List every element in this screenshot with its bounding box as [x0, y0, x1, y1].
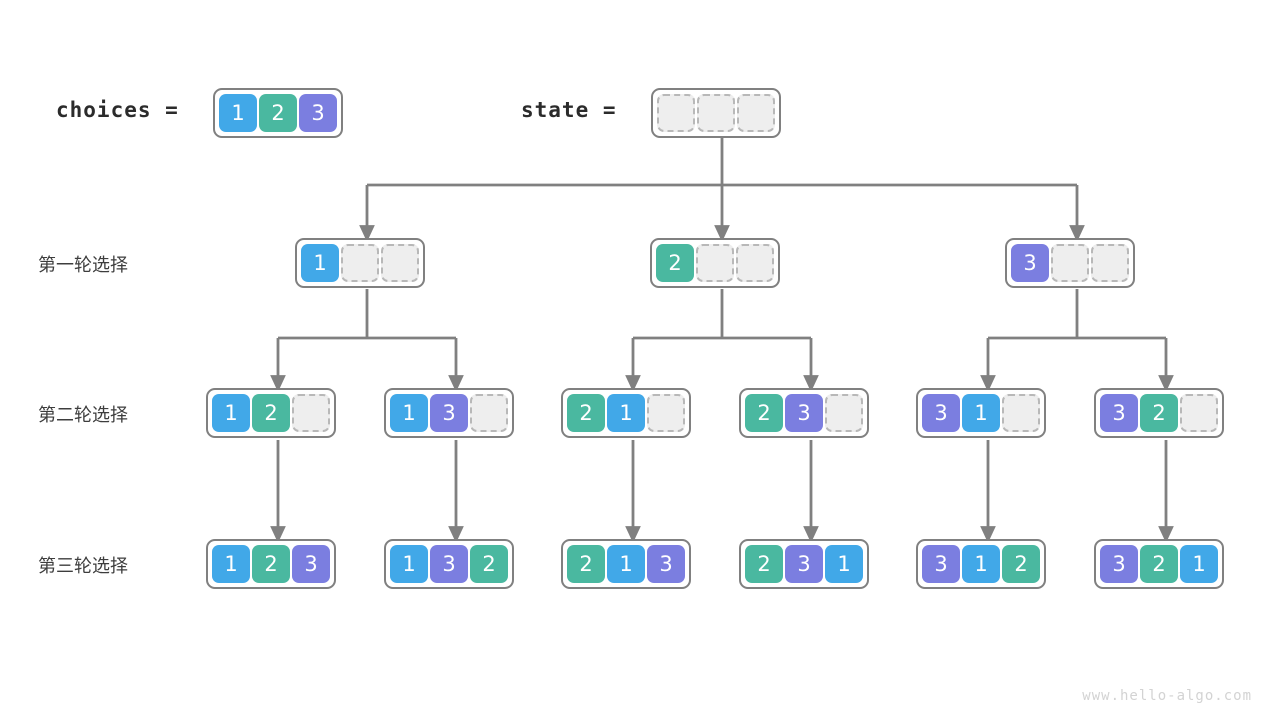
round-1-node-3-cell-1: 3: [1011, 244, 1049, 282]
round-1-node-3-cell-3-empty: [1091, 244, 1129, 282]
round-2-node-3-cell-3-empty: [647, 394, 685, 432]
watermark: www.hello-algo.com: [1082, 688, 1252, 704]
row-label-round-3: 第三轮选择: [38, 556, 128, 577]
round-3-node-6-cell-2: 2: [1140, 545, 1178, 583]
state-cell-1-empty: [657, 94, 695, 132]
round-3-node-2-cell-3: 2: [470, 545, 508, 583]
state-cell-2-empty: [697, 94, 735, 132]
choices-cell-3: 3: [299, 94, 337, 132]
round-2-node-1-cell-1: 1: [212, 394, 250, 432]
round-2-node-6-cell-3-empty: [1180, 394, 1218, 432]
round-1-node-3: 3: [1005, 238, 1135, 288]
round-3-node-3-cell-3: 3: [647, 545, 685, 583]
round-3-node-4-cell-3: 1: [825, 545, 863, 583]
round-1-node-3-cell-2-empty: [1051, 244, 1089, 282]
round-1-node-1-cell-1: 1: [301, 244, 339, 282]
round-3-node-3-cell-1: 2: [567, 545, 605, 583]
state-label: state =: [521, 98, 617, 122]
round-1-node-2-cell-3-empty: [736, 244, 774, 282]
round-2-node-5-cell-2: 1: [962, 394, 1000, 432]
state-cell-3-empty: [737, 94, 775, 132]
round-2-node-2-cell-1: 1: [390, 394, 428, 432]
round-2-node-5-cell-1: 3: [922, 394, 960, 432]
round-2-node-4-cell-1: 2: [745, 394, 783, 432]
round-3-node-6-cell-1: 3: [1100, 545, 1138, 583]
round-3-node-2-cell-1: 1: [390, 545, 428, 583]
round-2-node-3-cell-2: 1: [607, 394, 645, 432]
round-2-node-4-cell-3-empty: [825, 394, 863, 432]
round-3-node-1-cell-2: 2: [252, 545, 290, 583]
round-2-node-4-cell-2: 3: [785, 394, 823, 432]
round-2-node-1-cell-3-empty: [292, 394, 330, 432]
round-3-node-1-cell-3: 3: [292, 545, 330, 583]
round-2-node-3-cell-1: 2: [567, 394, 605, 432]
round-3-node-5-cell-3: 2: [1002, 545, 1040, 583]
round-1-node-1-cell-3-empty: [381, 244, 419, 282]
round-1-node-2-cell-2-empty: [696, 244, 734, 282]
round-1-node-1: 1: [295, 238, 425, 288]
round-2-node-6-cell-2: 2: [1140, 394, 1178, 432]
state-array: [651, 88, 781, 138]
round-3-node-4-cell-1: 2: [745, 545, 783, 583]
row-label-round-1: 第一轮选择: [38, 255, 128, 276]
round-3-node-4-cell-2: 3: [785, 545, 823, 583]
choices-cell-2: 2: [259, 94, 297, 132]
round-1-node-1-cell-2-empty: [341, 244, 379, 282]
round-2-node-6-cell-1: 3: [1100, 394, 1138, 432]
row-label-round-2: 第二轮选择: [38, 405, 128, 426]
round-2-node-2-cell-3-empty: [470, 394, 508, 432]
round-3-node-1-cell-1: 1: [212, 545, 250, 583]
round-3-node-5-cell-2: 1: [962, 545, 1000, 583]
round-3-node-2-cell-2: 3: [430, 545, 468, 583]
choices-label: choices =: [56, 98, 179, 122]
round-1-node-2: 2: [650, 238, 780, 288]
round-2-node-5-cell-3-empty: [1002, 394, 1040, 432]
round-3-node-5-cell-1: 3: [922, 545, 960, 583]
round-2-node-2-cell-2: 3: [430, 394, 468, 432]
round-1-node-2-cell-1: 2: [656, 244, 694, 282]
choices-cell-1: 1: [219, 94, 257, 132]
round-3-node-3-cell-2: 1: [607, 545, 645, 583]
round-3-node-6-cell-3: 1: [1180, 545, 1218, 583]
round-2-node-1-cell-2: 2: [252, 394, 290, 432]
